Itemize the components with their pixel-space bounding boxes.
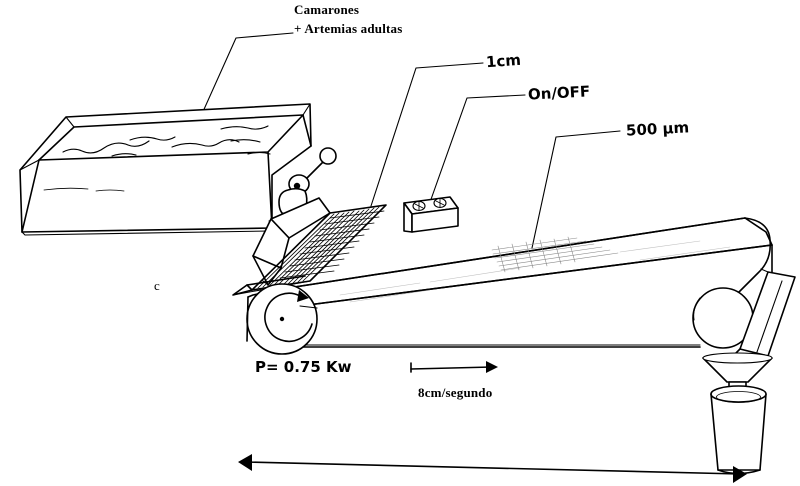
overall-length-arrow xyxy=(238,454,747,483)
label-tank-line1: Camarones xyxy=(294,2,360,17)
belt-mesh-patch xyxy=(339,236,731,303)
leader-line-500um xyxy=(531,130,621,249)
label-on-off: On/OFF xyxy=(527,82,591,104)
leader-line-onoff xyxy=(428,94,526,206)
leader-line-1cm xyxy=(370,62,484,207)
stray-mark-c: c xyxy=(154,278,160,293)
inclined-screen-chute xyxy=(232,204,387,296)
belt-speed-arrow xyxy=(410,361,498,373)
label-speed: 8cm/segundo xyxy=(418,385,493,400)
label-500um: 500 μm xyxy=(625,118,690,140)
collection-bucket xyxy=(710,385,767,475)
control-box[interactable] xyxy=(403,196,459,233)
label-power: P= 0.75 Kw xyxy=(255,358,352,376)
feed-hopper xyxy=(252,197,331,286)
left-roller xyxy=(246,283,318,355)
water-tank xyxy=(19,103,312,236)
label-tank-line2: + Artemias adultas xyxy=(294,21,403,36)
tap-valve[interactable] xyxy=(268,147,337,225)
label-1cm: 1cm xyxy=(485,50,522,72)
water-surface-lines xyxy=(43,125,271,192)
